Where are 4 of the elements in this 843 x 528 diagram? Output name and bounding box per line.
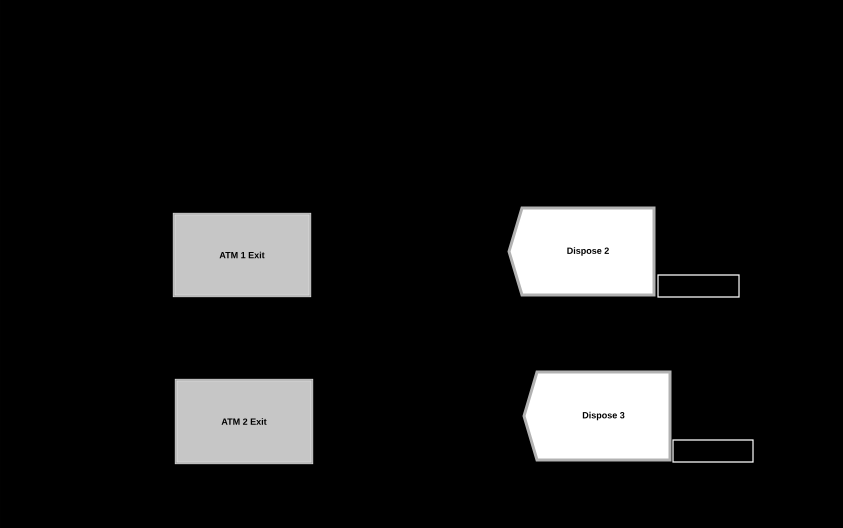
module-box: ATM 2 Exit xyxy=(174,378,314,464)
module-box: ATM 1 Exit xyxy=(172,212,312,298)
counter-box xyxy=(657,274,740,298)
counter-box xyxy=(672,439,754,463)
